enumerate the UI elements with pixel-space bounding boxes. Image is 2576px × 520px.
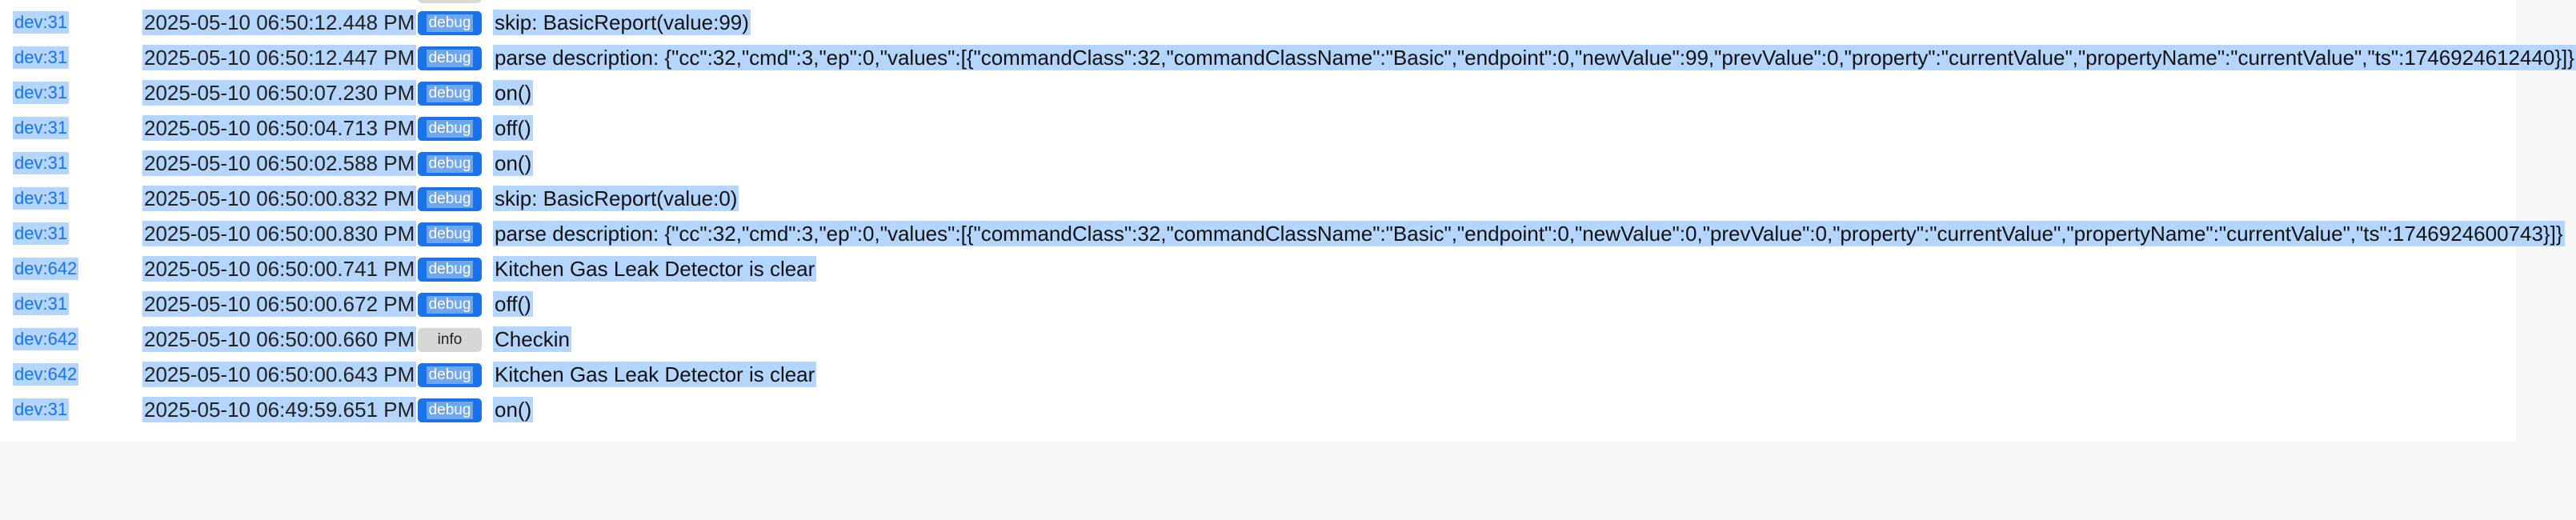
level-label: debug — [426, 119, 474, 138]
level-badge: debug — [418, 187, 482, 211]
log-row: dev:31 2025-05-10 06:50:02.588 PM debug … — [0, 146, 2516, 181]
device-link[interactable]: dev:31 — [13, 117, 70, 139]
level-badge: debug — [418, 152, 482, 176]
level-badge: debug — [418, 258, 482, 282]
level-label: info — [437, 330, 463, 348]
log-message: Kitchen Gas Leak Detector is clear — [493, 256, 817, 282]
device-link[interactable]: dev:31 — [13, 187, 70, 210]
timestamp: 2025-05-10 06:50:00.832 PM — [142, 186, 417, 211]
log-row: dev:31 2025-05-10 06:50:00.830 PM debug … — [0, 216, 2565, 251]
level-label: debug — [426, 14, 474, 32]
level-label: debug — [426, 49, 474, 67]
level-label: debug — [426, 295, 474, 314]
log-row: dev:31 2025-05-10 06:50:00.832 PM debug … — [0, 181, 2516, 216]
device-link[interactable]: dev:31 — [13, 152, 70, 174]
log-row: dev:642 2025-05-10 06:50:00.741 PM debug… — [0, 251, 2516, 286]
log-message: off() — [493, 115, 533, 141]
log-row: dev:31 2025-05-10 06:50:04.713 PM debug … — [0, 110, 2516, 146]
device-link[interactable]: dev:642 — [13, 258, 79, 280]
log-message: off() — [493, 291, 533, 317]
log-message: skip: BasicReport(value:0) — [493, 186, 739, 211]
level-badge: debug — [418, 398, 482, 422]
timestamp: 2025-05-10 06:50:12.448 PM — [142, 10, 417, 35]
log-row: dev:31 2025-05-10 06:50:12.447 PM debug … — [0, 40, 2576, 75]
level-badge: debug — [418, 363, 482, 387]
timestamp: 2025-05-10 06:50:00.643 PM — [142, 362, 417, 387]
log-row: dev:642 2025-05-10 06:50:00.660 PM info … — [0, 322, 2516, 357]
timestamp: 2025-05-10 06:50:00.741 PM — [142, 256, 417, 282]
log-row: dev:31 2025-05-10 06:50:12.448 PM debug … — [0, 5, 2516, 40]
log-row: dev:31 2025-05-10 06:49:59.651 PM debug … — [0, 392, 2516, 427]
log-message: Kitchen Gas Leak Detector is clear — [493, 362, 817, 387]
device-link[interactable]: dev:31 — [13, 398, 70, 421]
log-row: dev:642 2025-05-10 06:50:00.643 PM debug… — [0, 357, 2516, 392]
timestamp: 2025-05-10 06:50:02.588 PM — [142, 150, 417, 176]
device-link[interactable]: dev:31 — [13, 222, 70, 245]
timestamp: 2025-05-10 06:50:00.660 PM — [142, 326, 417, 352]
level-label: debug — [426, 190, 474, 208]
log-message: parse description: {"cc":32,"cmd":3,"ep"… — [493, 221, 2565, 246]
level-label: debug — [426, 366, 474, 384]
level-label: debug — [426, 260, 474, 278]
log-row: dev:31 2025-05-10 06:50:00.672 PM debug … — [0, 286, 2516, 322]
timestamp: 2025-05-10 06:50:00.830 PM — [142, 221, 417, 246]
level-label: debug — [426, 401, 474, 419]
timestamp: 2025-05-10 06:50:00.672 PM — [142, 291, 417, 317]
scrolled-badge-edge — [418, 0, 482, 3]
level-badge: debug — [418, 293, 482, 317]
level-label: debug — [426, 154, 474, 173]
level-badge: debug — [418, 117, 482, 141]
log-message: on() — [493, 397, 534, 422]
device-link[interactable]: dev:642 — [13, 363, 79, 386]
device-link[interactable]: dev:31 — [13, 46, 70, 69]
timestamp: 2025-05-10 06:50:04.713 PM — [142, 115, 417, 141]
timestamp: 2025-05-10 06:49:59.651 PM — [142, 397, 417, 422]
level-badge: debug — [418, 222, 482, 246]
log-message: on() — [493, 80, 534, 106]
log-message: parse description: {"cc":32,"cmd":3,"ep"… — [493, 45, 2576, 70]
timestamp: 2025-05-10 06:50:12.447 PM — [142, 45, 417, 70]
log-panel: dev:31 2025-05-10 06:50:12.448 PM debug … — [0, 0, 2576, 427]
level-badge: debug — [418, 82, 482, 106]
level-label: debug — [426, 84, 474, 102]
level-label: debug — [426, 225, 474, 243]
log-message: Checkin — [493, 326, 571, 352]
device-link[interactable]: dev:642 — [13, 328, 79, 350]
level-badge: info — [418, 328, 482, 352]
log-row: dev:31 2025-05-10 06:50:07.230 PM debug … — [0, 75, 2516, 110]
level-badge: debug — [418, 46, 482, 70]
log-message: skip: BasicReport(value:99) — [493, 10, 751, 35]
timestamp: 2025-05-10 06:50:07.230 PM — [142, 80, 417, 106]
level-badge: debug — [418, 11, 482, 35]
device-link[interactable]: dev:31 — [13, 82, 70, 104]
device-link[interactable]: dev:31 — [13, 11, 70, 34]
device-link[interactable]: dev:31 — [13, 293, 70, 315]
log-message: on() — [493, 150, 534, 176]
